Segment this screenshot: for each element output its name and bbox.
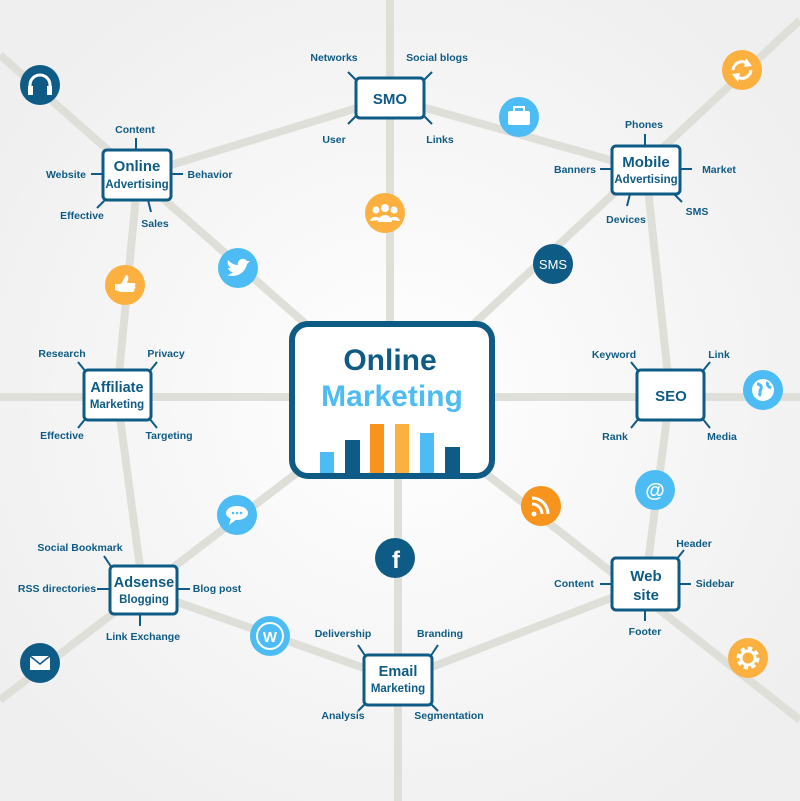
- node-title: Advertising: [614, 174, 677, 186]
- node-seo: SEO Keyword Link Rank Media: [592, 349, 737, 443]
- node-title: Marketing: [90, 399, 144, 411]
- twitter-icon: [218, 248, 258, 288]
- bar-6: [445, 447, 460, 473]
- gear-icon: [728, 638, 768, 678]
- node-item: Targeting: [145, 430, 192, 442]
- node-item: Analysis: [321, 710, 364, 722]
- facebook-icon-text: f: [392, 547, 401, 574]
- node-item: Research: [38, 348, 85, 360]
- node-item: Media: [707, 431, 737, 443]
- sms-icon-text: SMS: [539, 257, 568, 272]
- node-item: Social blogs: [406, 52, 468, 64]
- node-item: Privacy: [147, 348, 185, 360]
- node-title: SMO: [373, 91, 408, 108]
- node-title: Online: [114, 158, 161, 175]
- node-title: SEO: [655, 388, 687, 405]
- node-item: Effective: [60, 210, 104, 222]
- node-item: Content: [554, 578, 594, 590]
- center-bar-graphic: [320, 424, 460, 473]
- node-item: SMS: [686, 206, 709, 218]
- node-item: Branding: [417, 628, 463, 640]
- rss-icon: [521, 486, 561, 526]
- node-item: Segmentation: [414, 710, 483, 722]
- briefcase-icon: [499, 97, 539, 137]
- node-item: Blog post: [193, 583, 242, 595]
- node-title: Web: [630, 568, 661, 585]
- node-item: Social Bookmark: [37, 542, 122, 554]
- node-item: Website: [46, 169, 86, 181]
- at-icon-text: @: [645, 480, 665, 502]
- center-title-line1: Online: [343, 344, 436, 377]
- node-title: Email: [379, 664, 418, 680]
- chat-bubble-icon: [217, 495, 257, 535]
- node-item: RSS directories: [18, 583, 96, 595]
- node-affiliate-marketing: Affiliate Marketing Research Privacy Eff…: [38, 348, 192, 442]
- bar-2: [345, 440, 360, 473]
- at-sign-icon: @: [635, 470, 675, 510]
- node-item: Link: [708, 349, 730, 361]
- node-online-advertising: Online Advertising Content Website Behav…: [46, 124, 233, 230]
- node-website: Web site Header Content Sidebar Footer: [554, 538, 734, 638]
- center-online-marketing: Online Marketing: [289, 321, 495, 479]
- node-title: Marketing: [371, 683, 425, 695]
- node-item: Rank: [602, 431, 628, 443]
- sync-icon: [722, 50, 762, 90]
- sms-icon: SMS: [533, 244, 573, 284]
- bar-4: [395, 424, 409, 473]
- node-item: Content: [115, 124, 155, 136]
- node-item: Banners: [554, 164, 596, 176]
- node-item: Effective: [40, 430, 84, 442]
- node-title: site: [633, 587, 659, 604]
- envelope-icon: [20, 643, 60, 683]
- node-email-marketing: Email Marketing Delivership Branding Ana…: [315, 628, 484, 722]
- node-item: Sales: [141, 218, 169, 230]
- bar-1: [320, 452, 334, 473]
- node-item: Market: [702, 164, 736, 176]
- node-item: Header: [676, 538, 712, 550]
- headphones-icon: [20, 65, 60, 105]
- node-item: Sidebar: [696, 578, 735, 590]
- node-adsense-blogging: Adsense Blogging Social Bookmark RSS dir…: [18, 542, 242, 643]
- people-icon: [365, 193, 405, 233]
- node-item: Links: [426, 134, 454, 146]
- node-item: Delivership: [315, 628, 372, 640]
- globe-icon: [743, 370, 783, 410]
- node-title: Affiliate: [90, 380, 143, 396]
- node-item: Link Exchange: [106, 631, 180, 643]
- node-item: Behavior: [188, 169, 233, 181]
- node-item: Footer: [629, 626, 662, 638]
- center-title-line2: Marketing: [321, 380, 463, 413]
- node-item: Networks: [310, 52, 357, 64]
- facebook-icon: f: [375, 538, 415, 578]
- node-title: Mobile: [622, 154, 670, 171]
- node-title: Advertising: [105, 179, 168, 191]
- node-mobile-advertising: Mobile Advertising Phones Banners Market…: [554, 119, 736, 226]
- wordpress-icon-text: W: [263, 629, 278, 646]
- wordpress-icon: W: [250, 616, 290, 656]
- node-title: Blogging: [119, 594, 169, 606]
- node-title: Adsense: [114, 575, 174, 591]
- node-item: Phones: [625, 119, 663, 131]
- node-item: User: [322, 134, 345, 146]
- bar-5: [420, 433, 434, 473]
- node-item: Devices: [606, 214, 646, 226]
- thumbs-up-icon: [105, 265, 145, 305]
- node-smo: SMO Networks Social blogs User Links: [310, 52, 468, 146]
- bar-3: [370, 424, 384, 473]
- node-item: Keyword: [592, 349, 636, 361]
